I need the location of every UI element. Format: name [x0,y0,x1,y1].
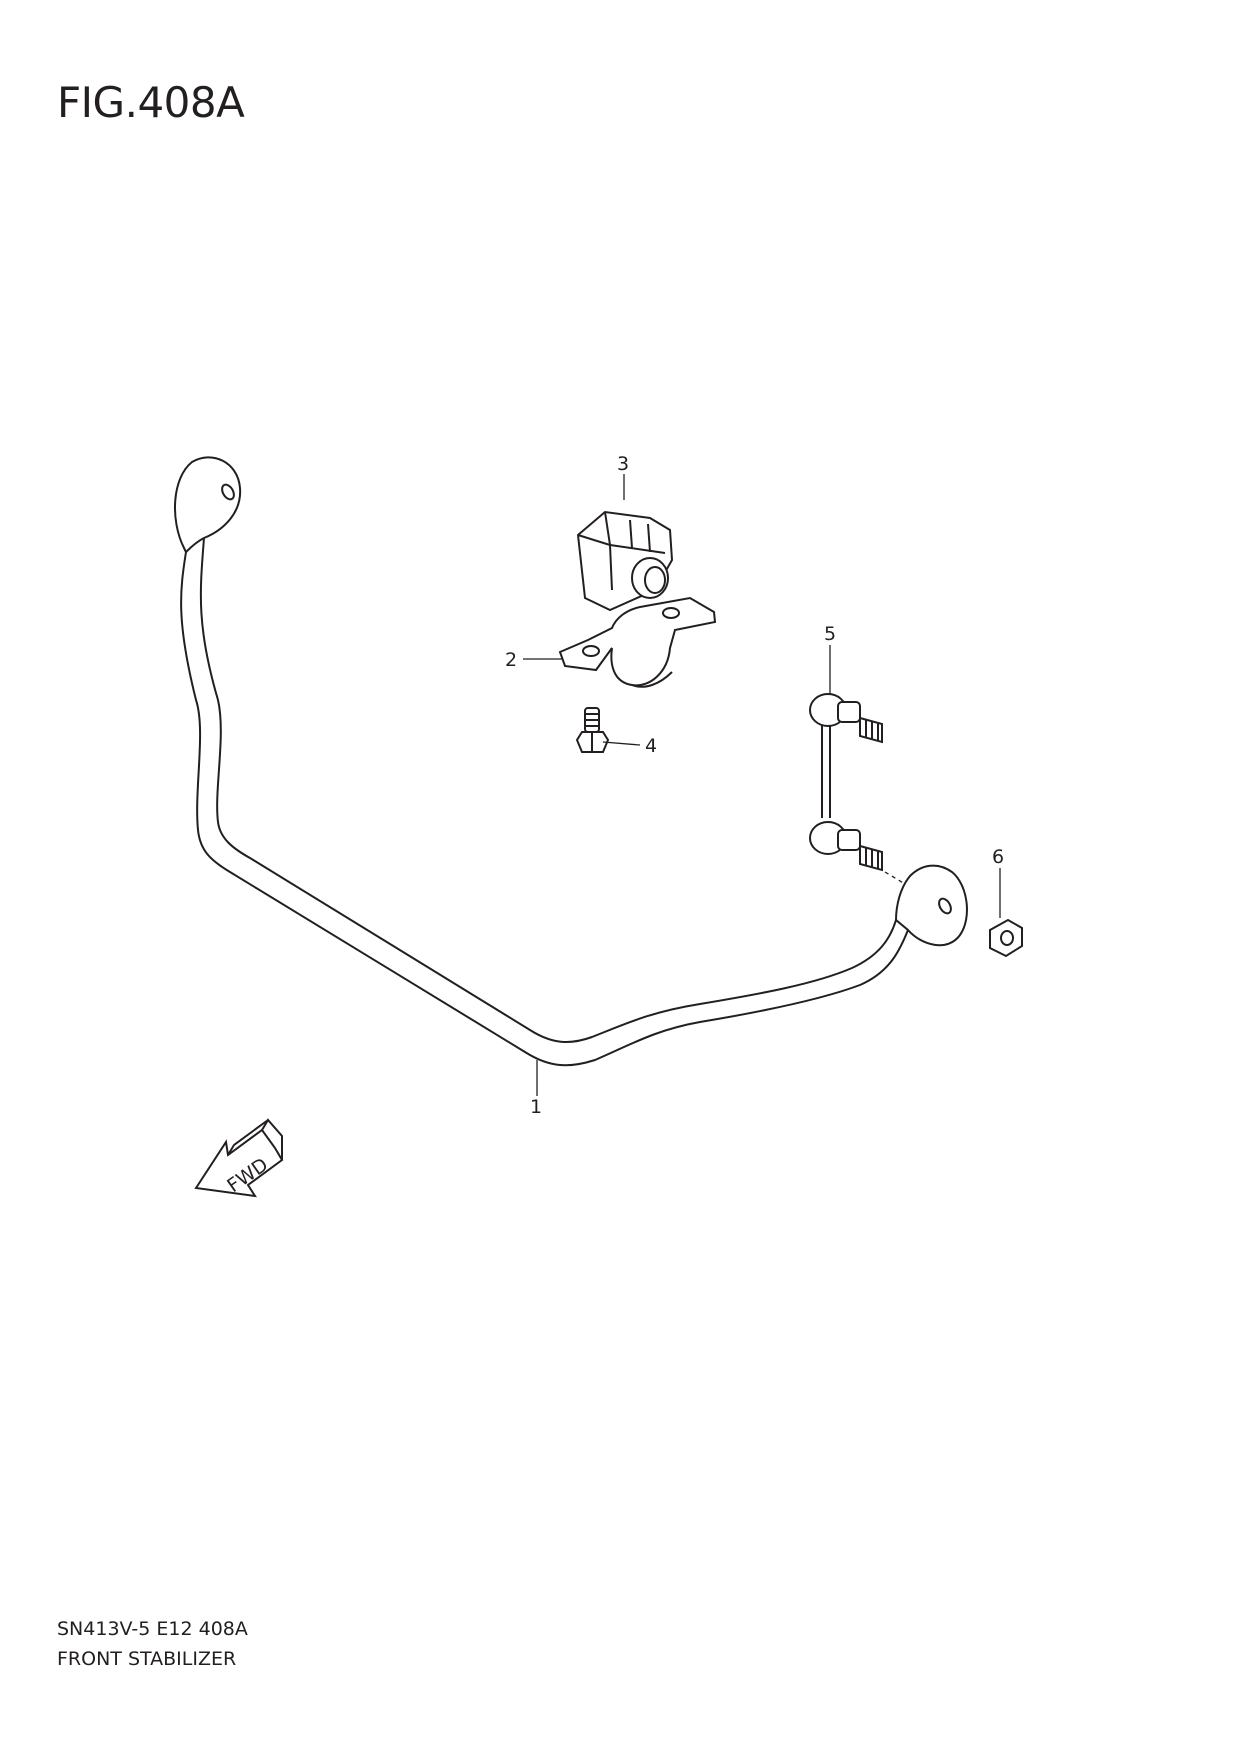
alignment-dash [884,871,906,885]
footer-diagram-name: FRONT STABILIZER [57,1648,237,1670]
fwd-direction-arrow: FWD [194,1118,284,1198]
footer-diagram-code: SN413V-5 E12 408A [57,1618,248,1640]
callout-3: 3 [617,453,629,475]
leader-line-4 [602,741,641,746]
link-nut [989,918,1023,958]
figure-title: FIG.408A [57,78,245,127]
stabilizer-bushing [576,510,674,612]
callout-5: 5 [824,623,836,645]
callout-4: 4 [645,735,657,757]
bushing-bracket [558,596,717,688]
bracket-bolt [575,707,610,753]
callout-1: 1 [530,1096,542,1118]
stabilizer-bar [174,456,968,1067]
callout-6: 6 [992,846,1004,868]
stabilizer-link [809,693,883,872]
callout-2: 2 [505,649,517,671]
